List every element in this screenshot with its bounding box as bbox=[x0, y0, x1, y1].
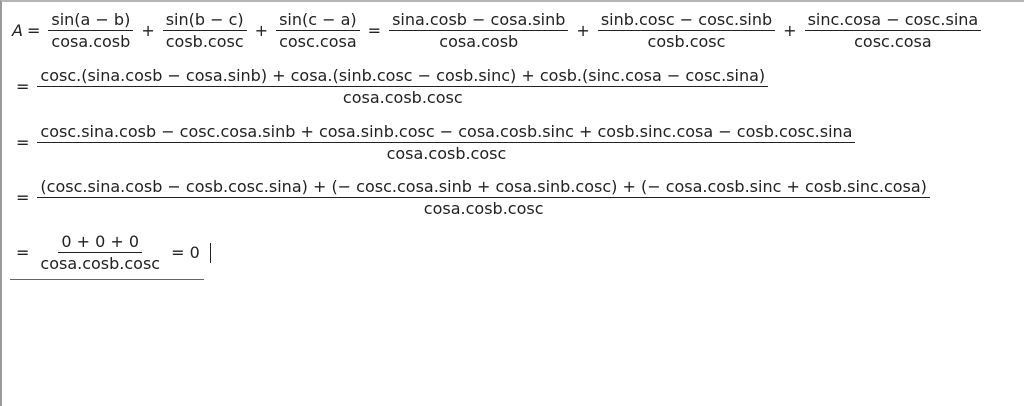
fraction-denominator: cosa.cosb bbox=[439, 32, 519, 51]
equals-sign: = bbox=[16, 188, 30, 207]
equals-sign: = bbox=[26, 21, 41, 40]
fraction-5: sinb.cosc − cosc.sinb cosb.cosc bbox=[597, 10, 776, 51]
fraction-denominator: cosa.cosb.cosc bbox=[40, 254, 161, 273]
text-cursor bbox=[209, 242, 211, 263]
fraction: cosc.sina.cosb − cosc.cosa.sinb + cosa.s… bbox=[37, 122, 856, 163]
fraction-6: sinc.cosa − cosc.sina cosc.cosa bbox=[804, 10, 982, 51]
fraction-1: sin(a − b) cosa.cosb bbox=[48, 10, 134, 51]
plus-sign: + bbox=[783, 21, 797, 40]
fraction-numerator: sin(a − b) bbox=[48, 10, 134, 31]
variable-a: A bbox=[12, 21, 23, 40]
fraction-4: sina.cosb − cosa.sinb cosa.cosb bbox=[389, 10, 569, 51]
fraction-numerator: cosc.(sina.cosb − cosa.sinb) + cosa.(sin… bbox=[37, 66, 769, 87]
fraction-3: sin(c − a) cosc.cosa bbox=[276, 10, 360, 51]
fraction-numerator: sin(c − a) bbox=[276, 10, 360, 31]
fraction-numerator: 0 + 0 + 0 bbox=[58, 232, 143, 253]
plus-sign: + bbox=[141, 21, 155, 40]
equals-sign: = bbox=[16, 243, 30, 262]
fraction-denominator: cosa.cosb.cosc bbox=[386, 144, 507, 163]
fraction-numerator: (cosc.sina.cosb − cosb.cosc.sina) + (− c… bbox=[37, 177, 930, 198]
fraction-numerator: sinb.cosc − cosc.sinb bbox=[597, 10, 776, 31]
fraction-2: sin(b − c) cosb.cosc bbox=[162, 10, 247, 51]
fraction-denominator: cosc.cosa bbox=[279, 32, 357, 51]
fraction-denominator: cosa.cosb.cosc bbox=[423, 199, 544, 218]
equation-line-5: = 0 + 0 + 0 cosa.cosb.cosc = 0 bbox=[12, 232, 211, 273]
equation-line-2: = cosc.(sina.cosb − cosa.sinb) + cosa.(s… bbox=[12, 66, 772, 107]
plus-sign: + bbox=[576, 21, 590, 40]
selection-underline bbox=[10, 279, 204, 280]
fraction-denominator: cosc.cosa bbox=[854, 32, 932, 51]
fraction-denominator: cosa.cosb.cosc bbox=[342, 88, 463, 107]
fraction-numerator: sin(b − c) bbox=[162, 10, 247, 31]
fraction-denominator: cosb.cosc bbox=[165, 32, 244, 51]
fraction-numerator: cosc.sina.cosb − cosc.cosa.sinb + cosa.s… bbox=[37, 122, 856, 143]
equation-line-4: = (cosc.sina.cosb − cosb.cosc.sina) + (−… bbox=[12, 177, 934, 218]
fraction: cosc.(sina.cosb − cosa.sinb) + cosa.(sin… bbox=[37, 66, 769, 107]
equation-line-3: = cosc.sina.cosb − cosc.cosa.sinb + cosa… bbox=[12, 122, 859, 163]
equals-sign: = bbox=[16, 77, 30, 96]
equation-line-1: A = sin(a − b) cosa.cosb + sin(b − c) co… bbox=[12, 10, 985, 51]
fraction: 0 + 0 + 0 cosa.cosb.cosc bbox=[37, 232, 163, 273]
fraction-numerator: sinc.cosa − cosc.sina bbox=[804, 10, 982, 31]
equals-sign: = bbox=[16, 133, 30, 152]
fraction-denominator: cosa.cosb bbox=[51, 32, 131, 51]
fraction-numerator: sina.cosb − cosa.sinb bbox=[389, 10, 569, 31]
plus-sign: + bbox=[254, 21, 269, 40]
fraction: (cosc.sina.cosb − cosb.cosc.sina) + (− c… bbox=[37, 177, 930, 218]
fraction-denominator: cosb.cosc bbox=[647, 32, 726, 51]
equals-sign: = bbox=[367, 21, 382, 40]
result-value: = 0 bbox=[171, 243, 200, 262]
